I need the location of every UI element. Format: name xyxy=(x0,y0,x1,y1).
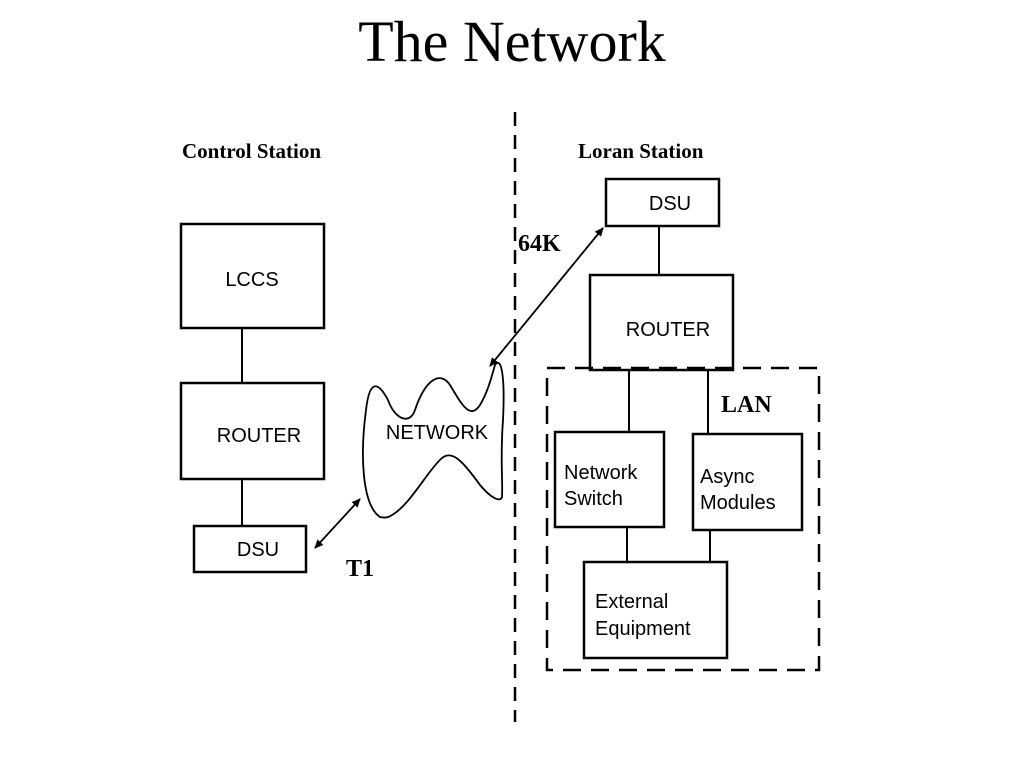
loran-router-label: ROUTER xyxy=(626,319,710,341)
async-modules-label: Async Modules xyxy=(700,466,776,514)
external-equipment-label: External Equipment xyxy=(595,591,691,640)
loran-dsu-box: DSU xyxy=(604,177,721,228)
network-cloud: NETWORK xyxy=(362,362,505,519)
loran-station-label: Loran Station xyxy=(578,139,704,163)
k64-label: 64K xyxy=(518,231,561,257)
loran-dsu-label: DSU xyxy=(649,193,691,215)
lan-boundary xyxy=(545,366,821,672)
control-dsu-label: DSU xyxy=(237,539,279,561)
network-switch-box: Network Switch xyxy=(553,430,666,529)
lan-label: LAN xyxy=(721,392,772,418)
control-router-box: ROUTER xyxy=(179,381,326,481)
loran-router-box: ROUTER xyxy=(588,273,735,372)
lccs-label: LCCS xyxy=(225,269,278,291)
network-cloud-label: NETWORK xyxy=(386,422,489,444)
control-router-label: ROUTER xyxy=(217,425,301,447)
lccs-box: LCCS xyxy=(179,222,326,330)
t1-link-arrow xyxy=(314,498,361,549)
page-title: The Network xyxy=(358,9,666,74)
network-switch-label: Network Switch xyxy=(564,462,643,510)
t1-label: T1 xyxy=(346,556,374,582)
k64-link-arrow xyxy=(489,227,604,367)
external-equipment-box: External Equipment xyxy=(582,560,729,660)
control-station-label: Control Station xyxy=(182,139,321,163)
control-dsu-box: DSU xyxy=(192,524,308,574)
async-modules-box: Async Modules xyxy=(691,432,804,532)
